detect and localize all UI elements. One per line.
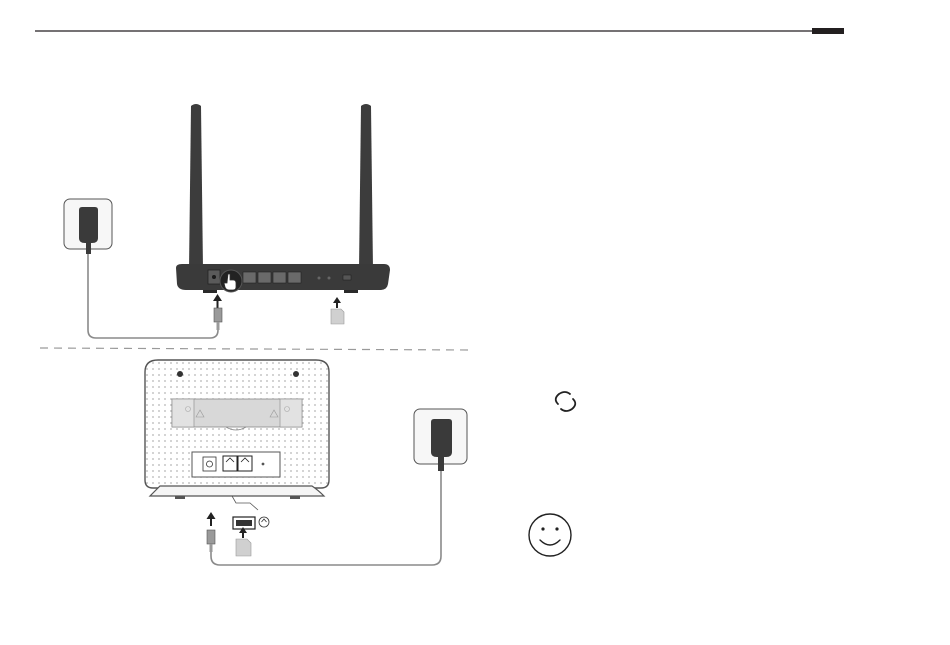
power-adapter [414, 409, 467, 471]
power-port [203, 457, 216, 471]
router-base [150, 486, 324, 496]
bottom-router [145, 360, 467, 565]
power-adapter [64, 199, 112, 254]
smiley-icon [529, 514, 571, 556]
sim-card [236, 539, 251, 556]
top-router [64, 104, 390, 338]
antenna-right [359, 104, 373, 270]
sim-card [331, 309, 344, 324]
sim-tray [233, 517, 269, 529]
arrow-up-icon [333, 297, 341, 308]
sim-slot [343, 275, 351, 280]
power-plug [214, 308, 222, 322]
section-divider [40, 348, 472, 350]
antenna-left [189, 104, 203, 270]
arrow-up-icon [207, 512, 216, 526]
arrow-up-icon [213, 294, 222, 308]
power-plug [207, 530, 215, 544]
link-icon [556, 392, 576, 411]
header-tab [812, 28, 844, 34]
lan-ports [223, 456, 252, 471]
